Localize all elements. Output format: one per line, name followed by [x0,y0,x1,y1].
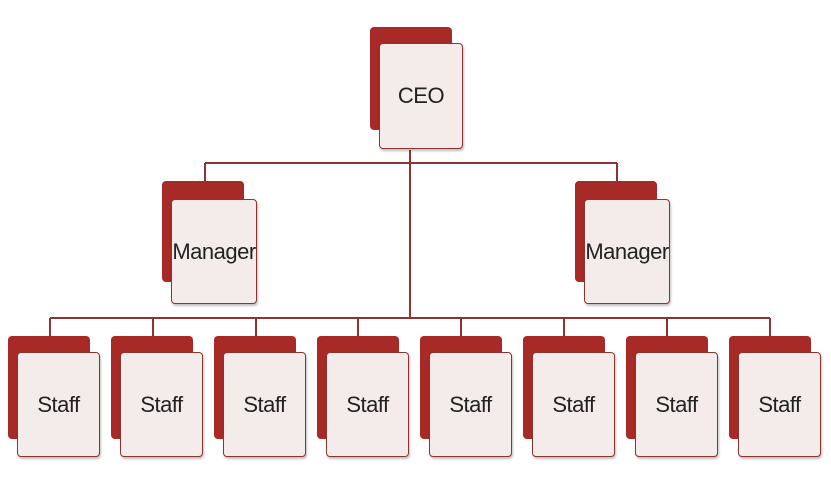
manager-node-2-box: Manager [584,199,670,304]
staff-1-label: Staff [37,391,80,417]
staff-node-7-box: Staff [635,352,718,457]
manager-node-1-box: Manager [171,199,257,304]
staff-8-label: Staff [758,391,801,417]
ceo-label: CEO [397,83,445,108]
staff-7-label: Staff [655,391,698,417]
manager-1-label: Manager [172,238,256,264]
staff-2-label: Staff [140,391,183,417]
staff-node-4-box: Staff [326,352,409,457]
staff-4-label: Staff [346,391,389,417]
staff-node-5-box: Staff [429,352,512,457]
staff-node-3-box: Staff [223,352,306,457]
staff-6-label: Staff [552,391,595,417]
staff-node-6-box: Staff [532,352,615,457]
ceo-node-box: CEO [379,43,463,149]
staff-3-label: Staff [243,391,286,417]
manager-2-label: Manager [585,238,669,264]
staff-5-label: Staff [449,391,492,417]
staff-node-1-box: Staff [17,352,100,457]
staff-node-2-box: Staff [120,352,203,457]
staff-node-8-box: Staff [738,352,821,457]
